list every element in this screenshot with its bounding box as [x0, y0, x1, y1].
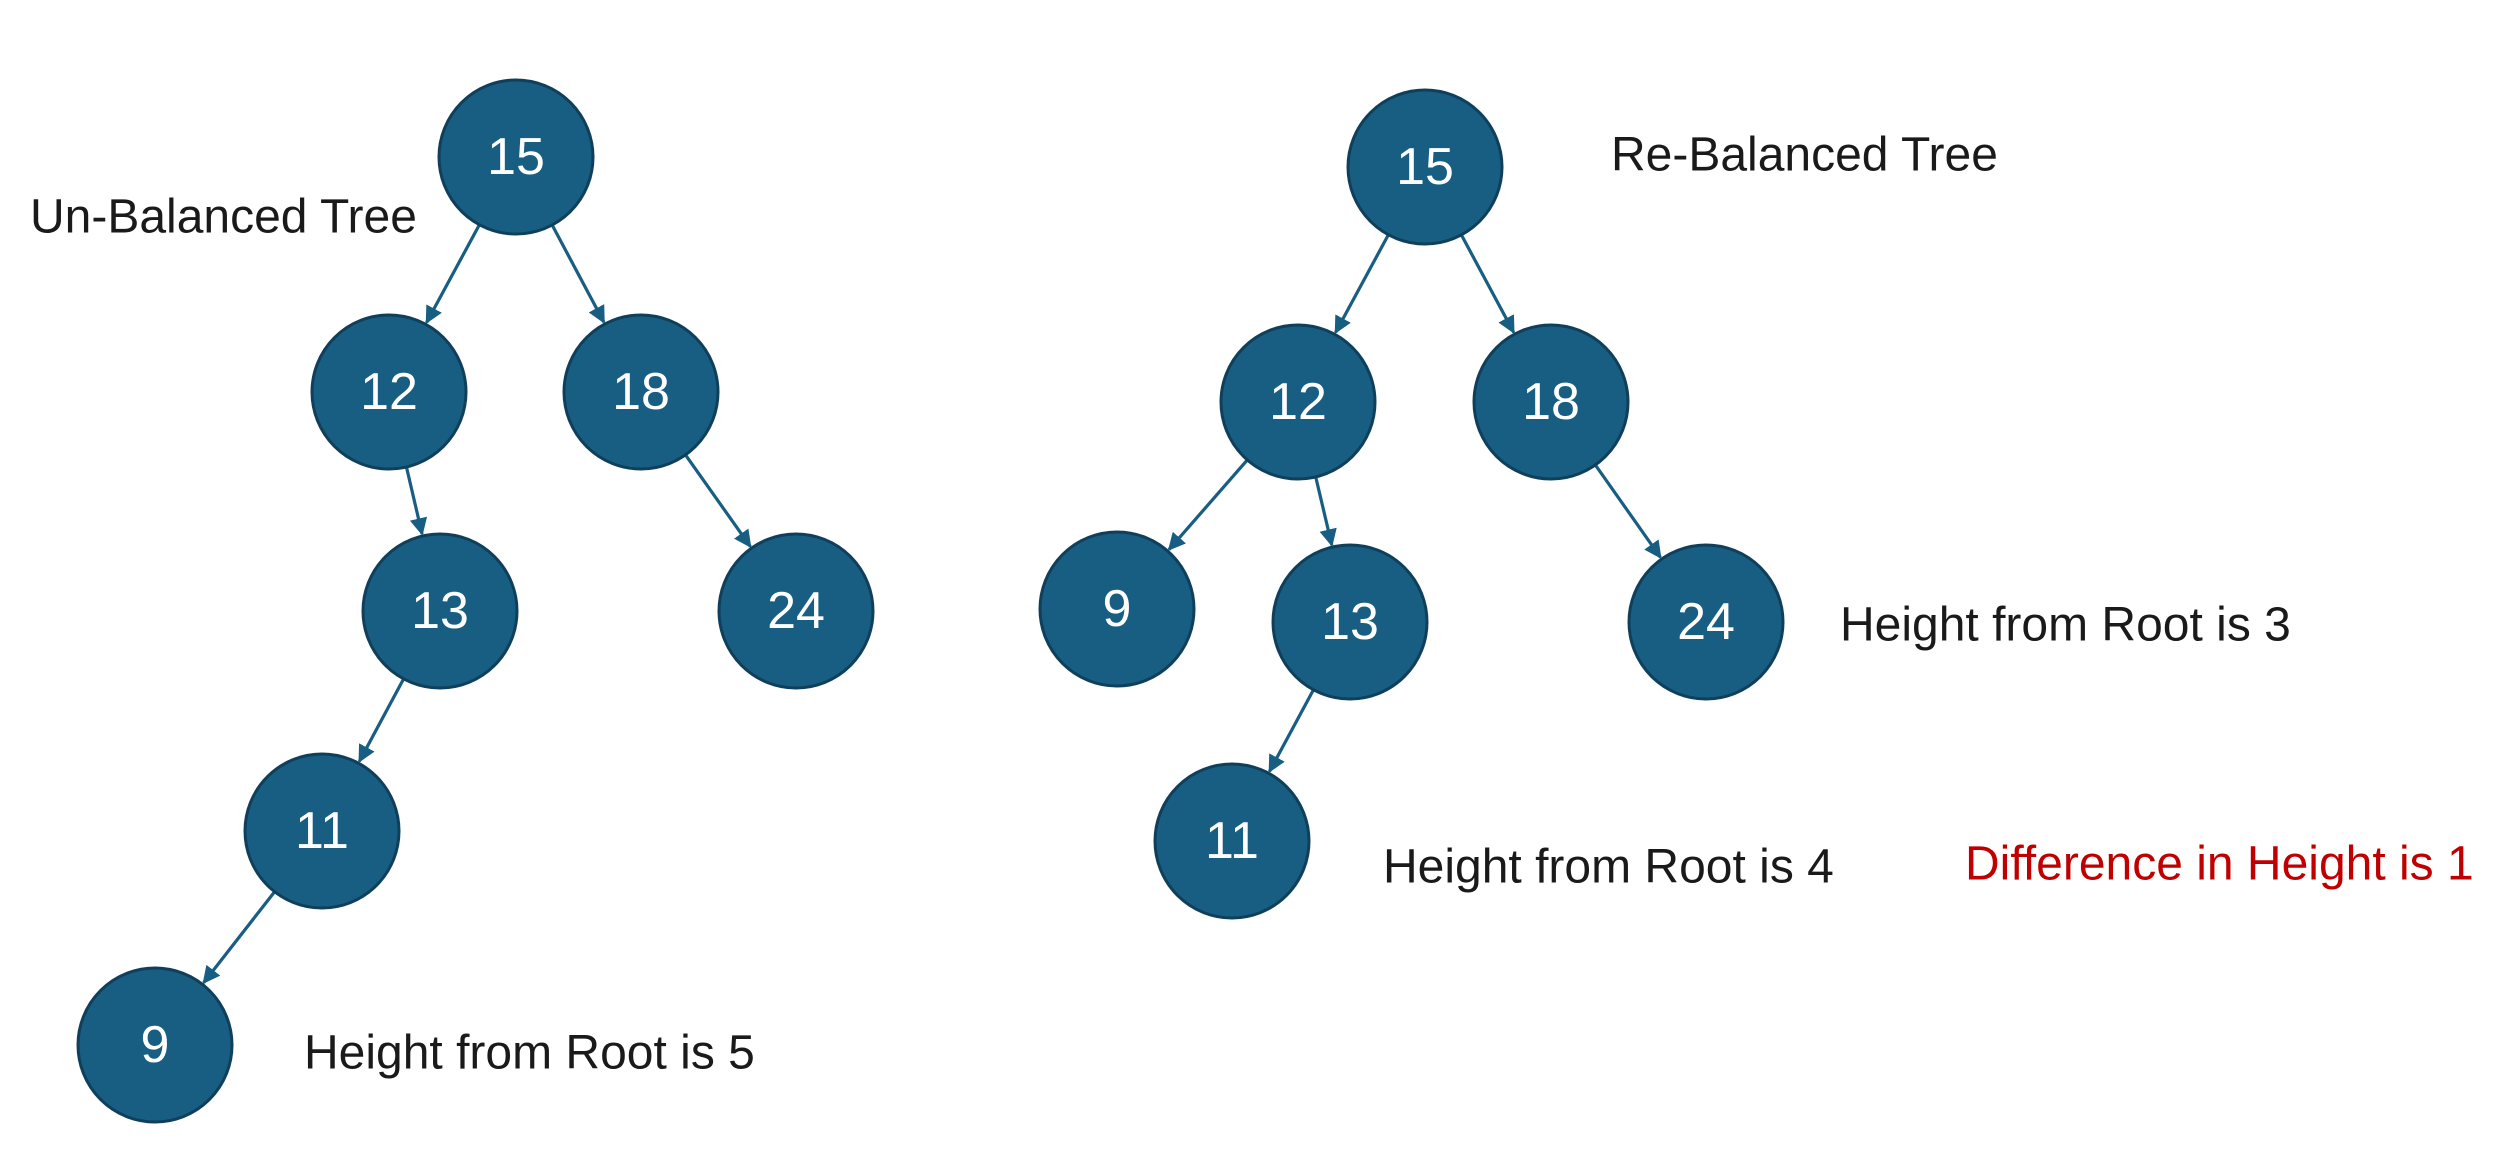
unbalanced-node-11: 11	[243, 752, 401, 910]
rebalanced-node-label: 18	[1522, 373, 1580, 431]
rebalanced-node-15: 15	[1346, 88, 1504, 246]
unbalanced-edge-11-to-9	[202, 891, 276, 985]
unbalanced-node-circle	[437, 78, 595, 236]
rebalanced-node-circle	[1038, 530, 1196, 688]
unbalanced-tree-title: Un-Balanced Tree	[30, 191, 417, 244]
rebalanced-edge-13-to-11	[1268, 689, 1315, 774]
unbalanced-edge-15-to-18	[551, 225, 606, 324]
rebalanced-node-label: 11	[1205, 812, 1259, 870]
rebalanced-edge-12-to-13	[1314, 477, 1337, 547]
edges-layer	[202, 224, 1662, 985]
unbalanced-node-circle	[361, 532, 519, 690]
rebalanced-node-label: 12	[1269, 373, 1327, 431]
rebalanced-node-18: 18	[1472, 323, 1630, 481]
rebalanced-node-circle	[1627, 543, 1785, 701]
rebalanced-node-circle	[1271, 543, 1429, 701]
rebalanced-node-circle	[1346, 88, 1504, 246]
rebalanced-height-note-3: Height from Root is 3	[1840, 599, 2291, 652]
unbalanced-node-9: 9	[76, 966, 234, 1124]
rebalanced-node-label: 15	[1396, 138, 1454, 196]
unbalanced-node-12: 12	[310, 313, 468, 471]
unbalanced-node-18: 18	[562, 313, 720, 471]
rebalanced-node-11: 11	[1153, 762, 1311, 920]
rebalanced-edge-15-to-18	[1460, 234, 1516, 334]
rebalanced-node-12: 12	[1219, 323, 1377, 481]
rebalanced-node-label: 9	[1103, 580, 1132, 638]
unbalanced-edge-12-to-13	[405, 467, 428, 536]
rebalanced-node-circle	[1472, 323, 1630, 481]
height-difference-note: Difference in Height is 1	[1965, 838, 2474, 891]
rebalanced-node-circle	[1153, 762, 1311, 920]
unbalanced-node-label: 12	[360, 363, 418, 421]
rebalanced-height-note-4: Height from Root is 4	[1383, 841, 1834, 894]
unbalanced-node-24: 24	[717, 532, 875, 690]
unbalanced-node-circle	[243, 752, 401, 910]
unbalanced-node-label: 9	[141, 1016, 170, 1074]
unbalanced-node-circle	[717, 532, 875, 690]
unbalanced-edge-18-to-24	[684, 454, 752, 548]
rebalanced-edge-18-to-24	[1594, 464, 1662, 559]
nodes-layer: 15 12 18 13 24 11 9 15 12 18 9 13 24 11	[76, 78, 1785, 1124]
rebalanced-node-9: 9	[1038, 530, 1196, 688]
unbalanced-node-label: 24	[767, 582, 825, 640]
unbalanced-node-label: 11	[295, 802, 349, 860]
unbalanced-node-label: 15	[487, 128, 545, 186]
rebalanced-node-label: 13	[1321, 593, 1379, 651]
unbalanced-node-label: 18	[612, 363, 670, 421]
rebalanced-edge-12-to-9	[1167, 459, 1248, 551]
rebalanced-node-24: 24	[1627, 543, 1785, 701]
unbalanced-node-15: 15	[437, 78, 595, 236]
unbalanced-node-circle	[562, 313, 720, 471]
unbalanced-edge-13-to-11	[357, 678, 405, 763]
rebalanced-edge-15-to-12	[1334, 234, 1390, 335]
rebalanced-node-label: 24	[1677, 593, 1735, 651]
unbalanced-node-circle	[76, 966, 234, 1124]
unbalanced-node-13: 13	[361, 532, 519, 690]
unbalanced-node-circle	[310, 313, 468, 471]
rebalanced-node-circle	[1219, 323, 1377, 481]
rebalanced-tree-title: Re-Balanced Tree	[1611, 129, 1998, 182]
unbalanced-edge-15-to-12	[425, 224, 481, 325]
unbalanced-node-label: 13	[411, 582, 469, 640]
rebalanced-node-13: 13	[1271, 543, 1429, 701]
unbalanced-height-note: Height from Root is 5	[304, 1027, 755, 1080]
